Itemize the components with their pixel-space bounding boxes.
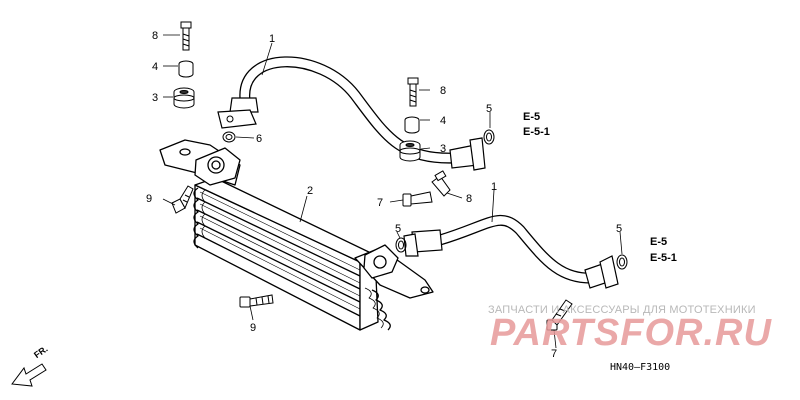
callout-9-left: 9 (146, 193, 152, 205)
callout-5-top: 5 (486, 103, 492, 115)
leader-lines (162, 34, 623, 349)
watermark-brand: PARTSFOR.RU (490, 312, 772, 354)
callout-3-upper: 3 (152, 92, 158, 104)
callout-1-upper-hose: 1 (269, 33, 275, 45)
bolt-9-left (171, 185, 194, 214)
callout-5-middle: 5 (395, 223, 401, 235)
callout-1-lower-hose: 1 (491, 181, 497, 193)
callout-9-bottom: 9 (250, 322, 256, 334)
ref-e51-top: E-5-1 (523, 126, 550, 138)
oring-5-top (483, 129, 495, 145)
front-arrow-icon (11, 363, 47, 387)
callout-6: 6 (256, 133, 262, 145)
bolt-8-stay (431, 170, 451, 197)
bolt-9-bottom (239, 294, 274, 308)
bolt-8-upper (180, 21, 192, 51)
oil-cooler (159, 139, 434, 331)
oil-hose-lower (403, 215, 619, 289)
callout-8-stay: 8 (466, 193, 472, 205)
collar-4-middle (404, 116, 420, 134)
callout-5-right: 5 (616, 223, 622, 235)
bolt-7-bottom (546, 299, 573, 331)
callout-7-middle: 7 (377, 197, 383, 209)
callout-7-bottom: 7 (551, 348, 557, 360)
callout-3-middle: 3 (440, 143, 446, 155)
rubber-3-middle (399, 140, 421, 162)
watermark-subtitle: ЗАПЧАСТИ И АКСЕССУАРЫ ДЛЯ МОТОТЕХНИКИ (488, 304, 756, 316)
bolt-7-middle (402, 191, 433, 207)
callout-8-middle: 8 (440, 85, 446, 97)
ref-e51-bottom: E-5-1 (650, 252, 677, 264)
callout-4-upper: 4 (152, 61, 158, 73)
oring-5-right (616, 254, 628, 270)
bolt-8-middle (407, 77, 419, 107)
diagram-code: HN40—F3100 (610, 362, 670, 373)
callout-4-middle: 4 (440, 115, 446, 127)
ref-e5-top: E-5 (523, 111, 540, 123)
seal-6-upper (222, 131, 236, 143)
rubber-3-upper (173, 87, 195, 109)
callout-8-upper: 8 (152, 30, 158, 42)
oring-5-middle (395, 237, 407, 253)
callout-2-cooler: 2 (307, 185, 313, 197)
collar-4-upper (178, 60, 194, 78)
ref-e5-bottom: E-5 (650, 236, 667, 248)
